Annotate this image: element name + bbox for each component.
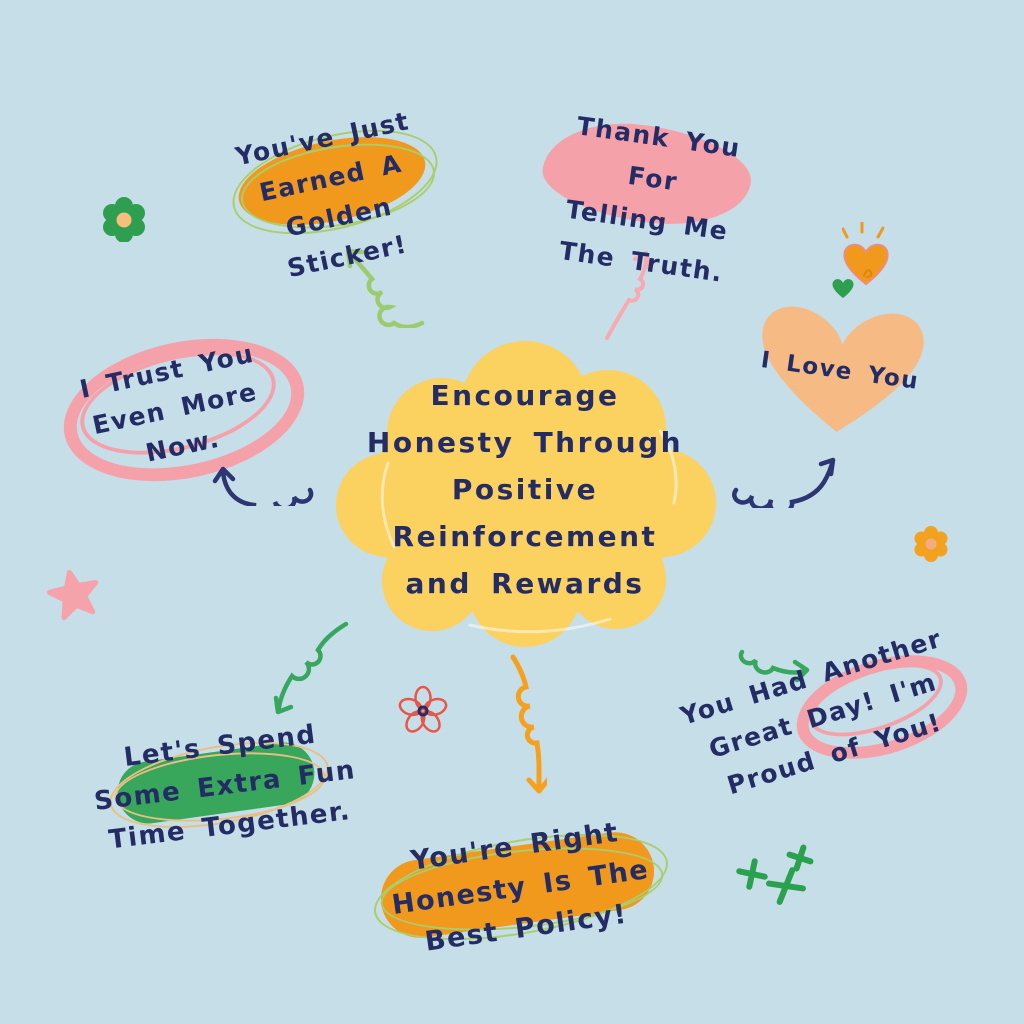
green-flower-icon [103, 197, 145, 242]
orange-flower-icon [914, 526, 948, 562]
squiggle-arrow-to-youre-right [510, 654, 547, 794]
squiggle-arrow-to-golden-sticker [345, 248, 425, 328]
center-cloud-shape [336, 341, 716, 647]
plus-signs-icon [736, 844, 814, 905]
squiggle-arrow-to-proud [738, 649, 810, 683]
center-title-line: Positive [451, 473, 599, 506]
squiggle-arrow-to-lets-spend [273, 621, 349, 715]
squiggle-arrow-to-trust [212, 466, 314, 506]
center-title: Encourage Honesty Through Positive Reinf… [360, 372, 690, 607]
love-heart-shape [762, 306, 924, 432]
squiggle-arrow-to-love-you [732, 457, 836, 508]
center-title-line: and Rewards [405, 567, 645, 600]
squiggle-arrow-to-thank-you [605, 251, 651, 340]
phrase-lets-spend: Let's Spend Some Extra Fun Time Together… [84, 710, 367, 862]
phrase-thank-you: Thank You For Telling Me The Truth. [524, 101, 775, 299]
phrase-youre-right: You're Right Honesty Is The Best Policy! [361, 805, 680, 969]
pink-star-icon [46, 569, 99, 621]
green-heart-icon [832, 279, 854, 298]
center-title-line: Encourage [430, 379, 620, 412]
center-title-line: Reinforcement [392, 520, 658, 553]
sparkle-icon [842, 222, 885, 239]
orange-heart-icon [843, 243, 889, 286]
center-title-line: Honesty Through [366, 426, 684, 459]
outline-flower-icon [398, 685, 448, 733]
